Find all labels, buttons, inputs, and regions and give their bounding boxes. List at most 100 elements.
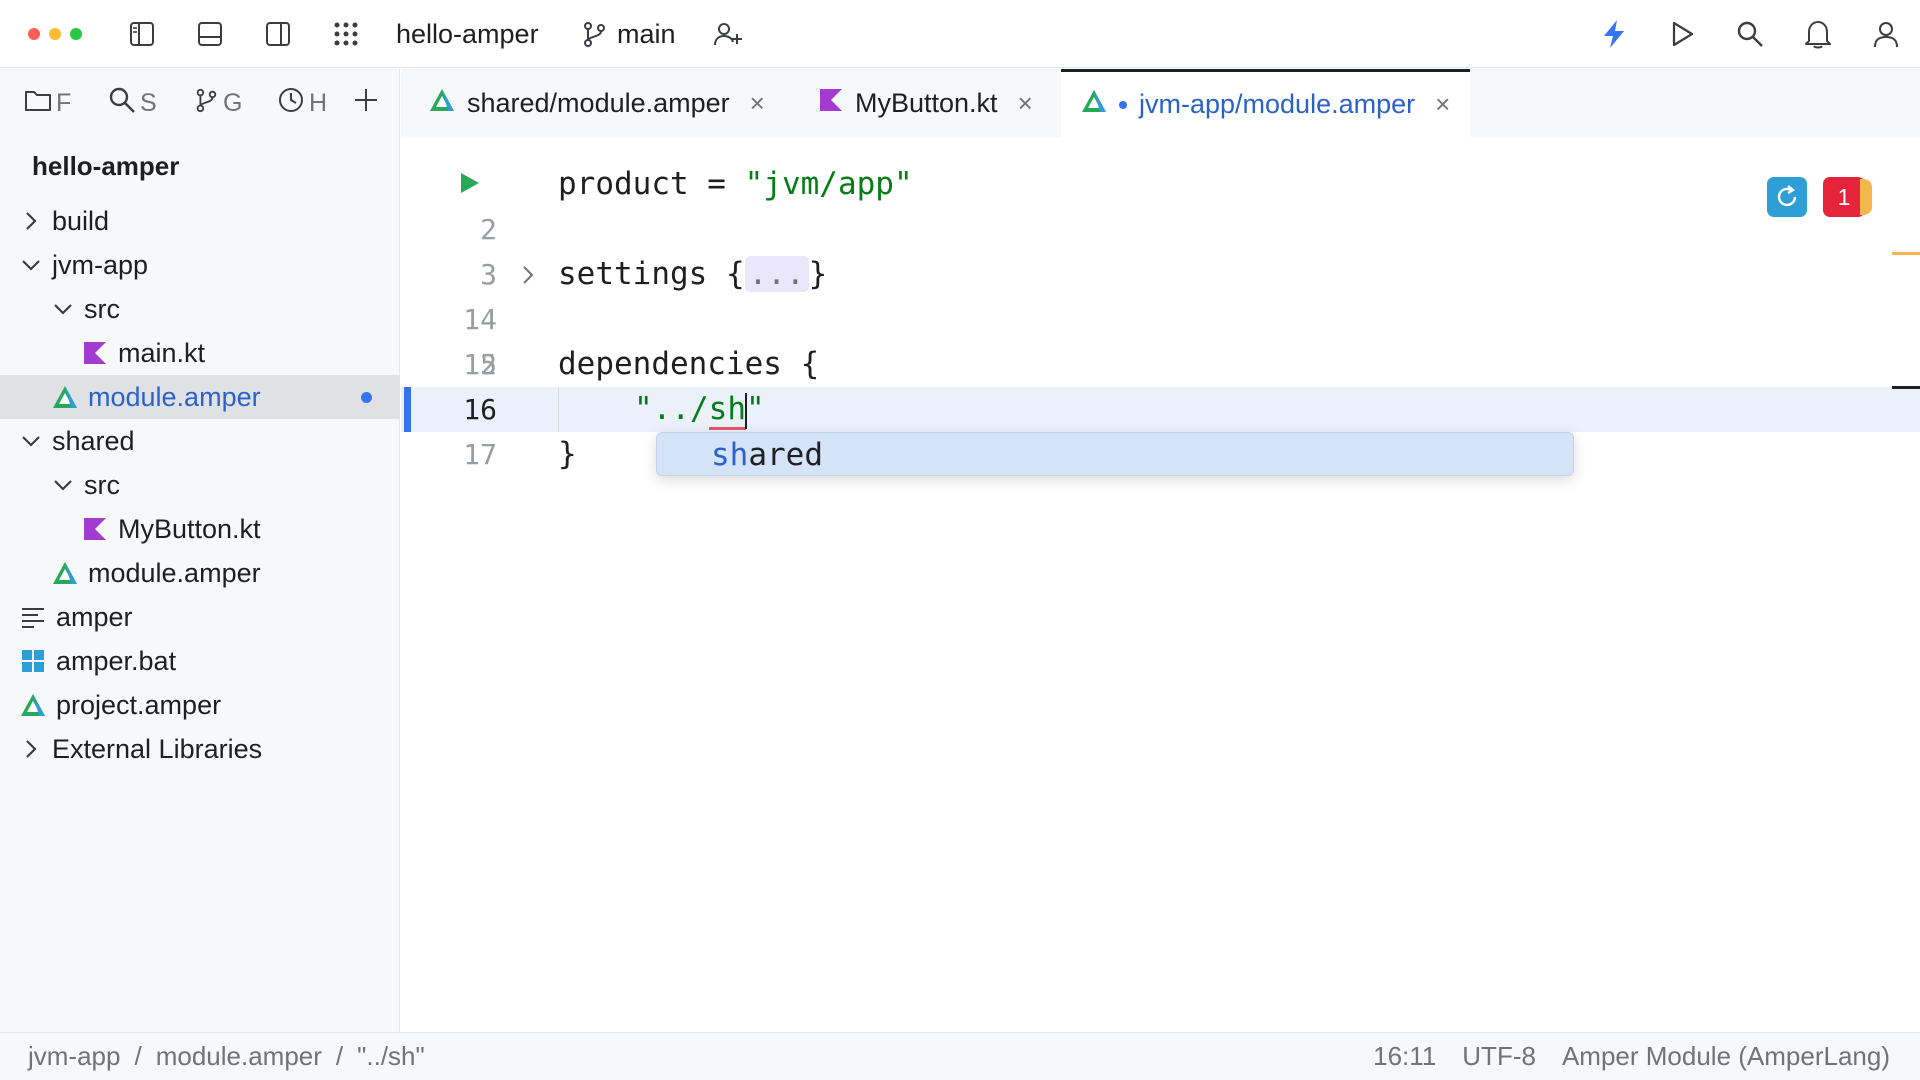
editor-tab-bar: shared/module.amper × MyButton.kt × jvm-… [401, 69, 1920, 137]
tree-item-label: amper.bat [56, 645, 177, 676]
tree-item-project-amper[interactable]: project.amper [0, 683, 400, 727]
close-window-button[interactable] [28, 28, 40, 40]
code-line-1: product = "jvm/app" [558, 162, 913, 207]
amper-file-icon [52, 560, 78, 586]
history-tool-tab[interactable]: H [277, 85, 327, 121]
run-icon[interactable] [1664, 16, 1700, 52]
completion-popup[interactable]: shared [656, 432, 1574, 476]
git-tool-tab[interactable]: G [193, 85, 242, 121]
code-text: settings { [558, 256, 745, 292]
close-tab-icon[interactable]: × [1435, 89, 1451, 119]
add-tool-tab-button[interactable] [352, 85, 380, 121]
tree-item-shared[interactable]: shared [0, 419, 400, 463]
search-icon [108, 86, 136, 121]
close-tab-icon[interactable]: × [1017, 87, 1033, 118]
zoom-window-button[interactable] [70, 28, 82, 40]
breadcrumb: jvm-app / module.amper / "../sh" [28, 1041, 425, 1072]
tree-item-build[interactable]: build [0, 199, 400, 243]
project-root-label[interactable]: hello-amper [32, 151, 180, 181]
typed-text-error: sh [708, 391, 746, 430]
add-user-icon[interactable] [710, 16, 746, 52]
notifications-bell-icon[interactable] [1800, 16, 1836, 52]
tree-item-jvm-app-module-amper[interactable]: module.amper [0, 375, 400, 419]
left-sidebar-toggle-icon[interactable] [124, 16, 160, 52]
tab-label: MyButton.kt [855, 87, 998, 118]
bottom-panel-toggle-icon[interactable] [192, 16, 228, 52]
search-icon[interactable] [1732, 16, 1768, 52]
tree-item-shared-src[interactable]: src [0, 463, 400, 507]
breadcrumb-separator: / [134, 1041, 142, 1071]
chevron-down-icon[interactable] [52, 298, 74, 320]
search-tool-tab[interactable]: S [108, 85, 157, 121]
amper-file-icon [429, 88, 455, 119]
breadcrumb-item[interactable]: jvm-app [28, 1041, 121, 1071]
text-caret [744, 392, 747, 429]
folder-icon [24, 88, 52, 119]
code-line-16: "../sh" [634, 387, 765, 432]
close-tab-icon[interactable]: × [749, 87, 765, 118]
scrollbar-caret-mark[interactable] [1892, 386, 1920, 389]
warning-stripe-icon [1860, 179, 1872, 215]
tree-item-label: src [84, 469, 120, 500]
breadcrumb-item[interactable]: module.amper [155, 1041, 322, 1071]
line-number: 2 [480, 348, 497, 381]
user-profile-icon[interactable] [1868, 16, 1904, 52]
clock-icon [277, 86, 305, 121]
kotlin-file-icon [82, 516, 108, 542]
code-editor[interactable]: 2 product = "jvm/app" 2 3 settings {...}… [401, 137, 1920, 1032]
amper-file-icon [20, 692, 46, 718]
line-number-current: 16 [463, 393, 497, 426]
breadcrumb-item[interactable]: "../sh" [357, 1041, 425, 1071]
tree-item-label: External Libraries [52, 733, 263, 764]
file-encoding[interactable]: UTF-8 [1462, 1041, 1536, 1071]
tree-item-external-libraries[interactable]: External Libraries [0, 727, 400, 771]
minimize-window-button[interactable] [49, 28, 61, 40]
file-type[interactable]: Amper Module (AmperLang) [1561, 1041, 1890, 1071]
tab-jvm-app-module-amper[interactable]: jvm-app/module.amper × [1061, 69, 1471, 137]
tree-item-jvm-app[interactable]: jvm-app [0, 243, 400, 287]
right-sidebar-toggle-icon[interactable] [260, 16, 296, 52]
code-line-15: dependencies { [558, 346, 820, 382]
fold-chevron-icon[interactable] [521, 264, 537, 286]
tree-item-mybutton-kt[interactable]: MyButton.kt [0, 507, 400, 551]
chevron-down-icon[interactable] [52, 474, 74, 496]
folded-region[interactable]: ... [744, 256, 809, 292]
main-menu-grid-icon[interactable] [328, 16, 364, 52]
vcs-branch-widget[interactable]: main [617, 19, 676, 49]
scrollbar-warning-mark[interactable] [1892, 252, 1920, 255]
error-count-badge[interactable]: 1 [1823, 177, 1865, 217]
modified-indicator [361, 391, 372, 403]
change-marker [404, 387, 411, 432]
completion-match: sh [711, 437, 749, 473]
tree-item-amper-bat[interactable]: amper.bat [0, 639, 400, 683]
string-literal: "../ [634, 391, 709, 427]
code-text: } [808, 256, 828, 292]
tree-item-jvm-app-src[interactable]: src [0, 287, 400, 331]
chevron-down-icon[interactable] [20, 430, 42, 452]
line-number: 15 [463, 348, 497, 381]
amper-file-icon [1081, 89, 1107, 120]
git-branch-icon [576, 16, 612, 52]
tree-item-label: shared [52, 425, 135, 456]
project-tool-tab[interactable]: F [24, 85, 71, 121]
tree-item-label: module.amper [88, 381, 261, 412]
project-name-widget[interactable]: hello-amper [396, 19, 539, 49]
tab-mybutton-kt[interactable]: MyButton.kt × [799, 69, 1053, 137]
current-line-highlight [401, 387, 1920, 432]
chevron-right-icon[interactable] [20, 210, 42, 232]
run-gutter-icon[interactable] [459, 171, 481, 195]
completion-item[interactable]: shared [711, 435, 823, 475]
tab-label: shared/module.amper [467, 87, 730, 118]
chevron-right-icon[interactable] [20, 738, 42, 760]
sync-icon[interactable] [1767, 177, 1807, 217]
indent-guide [558, 387, 559, 432]
tree-item-shared-module-amper[interactable]: module.amper [0, 551, 400, 595]
line-number: 14 [463, 303, 497, 336]
lightning-icon[interactable] [1596, 16, 1632, 52]
tree-item-main-kt[interactable]: main.kt [0, 331, 400, 375]
tree-item-amper[interactable]: amper [0, 595, 400, 639]
caret-position[interactable]: 16:11 [1373, 1041, 1437, 1071]
plus-icon [352, 86, 380, 121]
chevron-down-icon[interactable] [20, 254, 42, 276]
tab-shared-module-amper[interactable]: shared/module.amper × [409, 69, 785, 137]
